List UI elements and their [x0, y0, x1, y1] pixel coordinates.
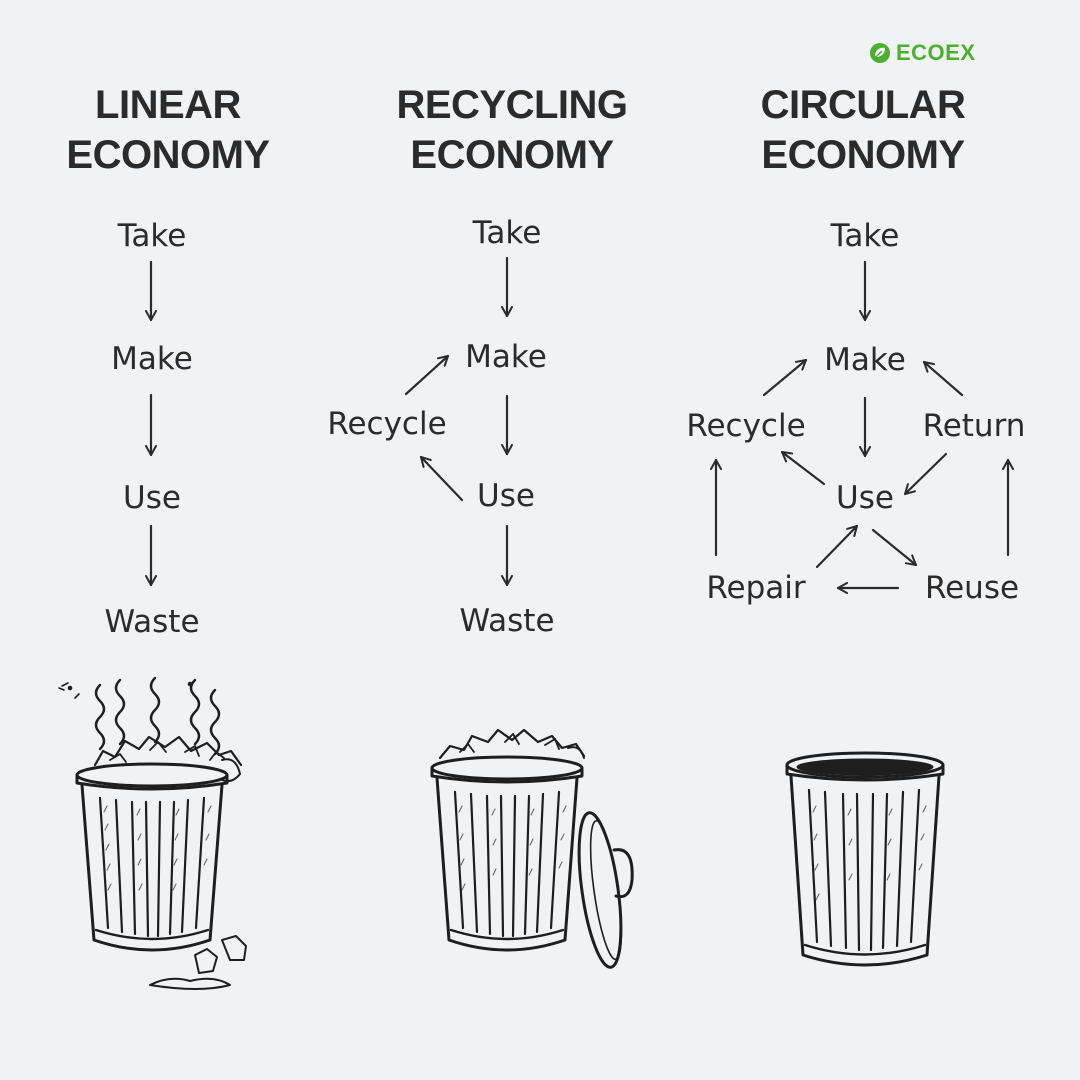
leaf-icon: [870, 43, 890, 63]
flow-arrows: [145, 256, 1014, 594]
circular-step-repair: Repair: [706, 570, 806, 606]
recycling-step-take: Take: [472, 215, 542, 251]
circular-step-take: Take: [830, 218, 900, 254]
arrow-circular-use-recycle: [780, 450, 826, 486]
circular-title-line1: CIRCULAR: [760, 83, 966, 127]
arrow-circular-return-make: [922, 360, 964, 397]
circular-step-recycle: Recycle: [686, 408, 806, 444]
circular-title-line2: ECONOMY: [761, 133, 965, 177]
linear-title: LINEAR ECONOMY: [0, 80, 338, 180]
circular-step-reuse: Reuse: [924, 570, 1020, 606]
arrow-circular-recycle-make: [762, 358, 808, 397]
arrow-circular-repair-use: [815, 524, 859, 569]
circular-step-use: Use: [836, 480, 894, 516]
arrow-recycling-recycle-make: [404, 354, 450, 396]
linear-step-waste: Waste: [104, 604, 200, 640]
empty-trash-bin-icon: [785, 751, 945, 967]
recycling-step-use: Use: [477, 478, 535, 514]
linear-step-take: Take: [117, 218, 187, 254]
recycling-step-make: Make: [465, 339, 547, 375]
linear-title-line1: LINEAR: [95, 83, 241, 127]
half-full-trash-bin-icon: [430, 728, 634, 969]
overflowing-trash-bin-icon: [58, 676, 247, 990]
recycling-title-line1: RECYCLING: [396, 83, 628, 127]
linear-step-make: Make: [111, 341, 193, 377]
circular-title: CIRCULAR ECONOMY: [693, 80, 1033, 180]
circular-step-make: Make: [824, 342, 906, 378]
recycling-title-line2: ECONOMY: [410, 133, 614, 177]
brand-name: ECOEX: [896, 40, 976, 65]
linear-title-line2: ECONOMY: [66, 133, 270, 177]
brand-logo: ECOEX: [868, 40, 976, 66]
circular-step-return: Return: [922, 408, 1026, 444]
linear-step-use: Use: [123, 480, 181, 516]
recycling-step-recycle: Recycle: [327, 406, 447, 442]
arrow-circular-use-reuse: [871, 528, 918, 567]
recycling-step-waste: Waste: [459, 603, 555, 639]
arrow-circular-return-use: [903, 452, 948, 496]
recycling-title: RECYCLING ECONOMY: [342, 80, 682, 180]
arrow-recycling-use-recycle: [419, 455, 464, 502]
